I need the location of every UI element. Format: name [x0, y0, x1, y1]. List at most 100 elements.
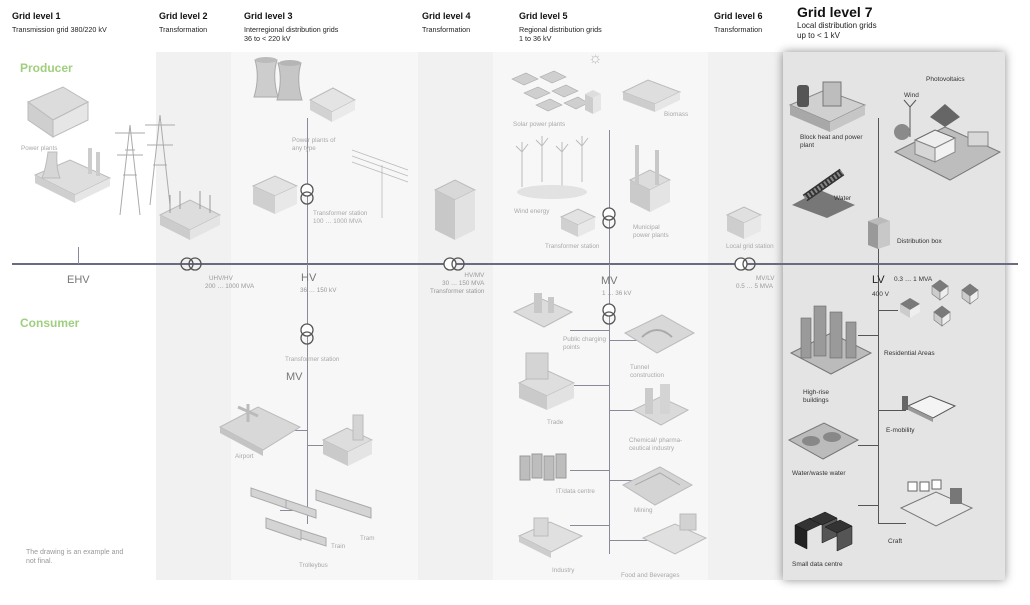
voltage-hv: HV [301, 272, 317, 284]
header-title: Grid level 1 [12, 11, 61, 21]
lv-branch [858, 445, 878, 446]
local-grid-station-icon [725, 206, 763, 239]
solar-panel-icon [511, 70, 589, 112]
spec-line: 30 … 150 MVA [442, 280, 485, 287]
airport-icon [218, 404, 302, 456]
biomass-icon [621, 79, 682, 112]
disclaimer-note: The drawing is an example and not final. [26, 548, 123, 566]
inverter-icon [585, 90, 601, 114]
label-transformer-station-mv: Transformer station [285, 356, 340, 363]
header-subtitle: Regional distribution grids [519, 25, 602, 34]
label-high-rise: High-rise buildings [803, 389, 829, 405]
voltage-lv: LV [872, 274, 885, 286]
header-title: Grid level 6 [714, 11, 763, 21]
label-chemical: Chemical/ pharma- ceutical industry [629, 437, 682, 453]
label-e-mobility: E-mobility [886, 427, 915, 434]
spec-mv-range: 1 … 36 kV [602, 290, 632, 297]
transformer-icon [734, 257, 756, 271]
mining-icon [621, 466, 694, 506]
label-industry: Industry [552, 567, 575, 574]
producer-title: Producer [20, 61, 73, 75]
house-with-pv-icon [893, 99, 1002, 181]
small-data-centre-icon [794, 511, 853, 552]
power-line-icon [351, 149, 409, 218]
header-subtitle: up to < 1 kV [797, 31, 840, 40]
hv-consumer-line [307, 264, 308, 524]
label-municipal: Municipal power plants [633, 224, 669, 240]
transformer-icon [602, 303, 616, 325]
note-line: The drawing is an example and [26, 549, 124, 556]
voltage-ehv: EHV [67, 274, 90, 286]
header-title: Grid level 3 [244, 11, 293, 21]
water-turbine-icon [792, 168, 855, 218]
label-line: Transformer station [313, 210, 368, 217]
label-wind-energy: Wind energy [514, 208, 550, 215]
mv-branch [609, 410, 649, 411]
lv-branch [858, 505, 878, 506]
label-food: Food and Beverages [621, 572, 680, 579]
label-line: plant [800, 142, 815, 149]
spec-line: UHV/HV [209, 275, 233, 282]
label-block-heat: Block heat and power plant [800, 134, 863, 150]
mv-branch [609, 540, 649, 541]
tunnel-icon [623, 314, 696, 354]
label-line: Tunnel [630, 364, 650, 371]
mv-branch [609, 340, 649, 341]
label-distribution-box: Distribution box [897, 238, 942, 245]
label-transformer-station-5: Transformer station [545, 243, 600, 250]
header-grid-level-3: Grid level 3 Interregional distribution … [244, 11, 338, 43]
label-wind: Wind [904, 92, 919, 99]
cooling-tower-icon [253, 57, 303, 101]
header-subtitle: Transformation [714, 25, 763, 34]
label-power-plants-any: Power plants of any type [292, 137, 335, 153]
header-grid-level-2: Grid level 2 Transformation [159, 11, 208, 34]
band-grid-level-4 [418, 52, 493, 580]
label-line: Block heat and power [800, 134, 863, 141]
building-station-icon [321, 414, 374, 466]
header-grid-level-5: Grid level 5 Regional distribution grids… [519, 11, 602, 43]
label-it-data: IT/data centre [556, 488, 595, 495]
label-line: Power plants of [292, 137, 336, 144]
industry-icon [517, 517, 584, 558]
ehv-tick [78, 247, 79, 264]
header-grid-level-6: Grid level 6 Transformation [714, 11, 763, 34]
power-plant-building-icon [308, 87, 357, 122]
header-subtitle: Local distribution grids [797, 21, 877, 30]
mv-branch [570, 330, 610, 331]
label-line: power plants [633, 232, 669, 239]
spec-line: 200 … 1000 MVA [205, 283, 255, 290]
pylon-icon [115, 114, 175, 216]
high-rise-icon [789, 305, 873, 375]
label-water-waste: Water/waste water [792, 470, 846, 477]
spec-line: MV/LV [756, 275, 775, 282]
header-subtitle: Transformation [159, 25, 208, 34]
spec-hv-mv: HV/MV 30 … 150 MVA Transformer station [430, 272, 484, 296]
mv-branch [570, 470, 610, 471]
header-subtitle: Interregional distribution grids [244, 25, 339, 34]
transformer-icon [180, 257, 202, 271]
building-icon [251, 175, 299, 214]
main-grid-line [12, 263, 1018, 265]
mv-producer-line [609, 130, 610, 263]
transformer-station-icon [433, 179, 477, 240]
sun-icon: ☼ [588, 50, 603, 67]
label-train: Train [331, 543, 346, 550]
label-line: High-rise [803, 389, 830, 396]
label-solar: Solar power plants [513, 121, 566, 128]
label-line: Public charging [563, 336, 607, 343]
header-subtitle: 1 to 36 kV [519, 34, 552, 43]
label-trade: Trade [547, 419, 564, 426]
transformer-icon [443, 257, 465, 271]
lv-branch [878, 310, 898, 311]
label-trolleybus: Trolleybus [299, 562, 328, 569]
mv-consumer-line [609, 264, 610, 554]
label-local-grid-station: Local grid station [726, 243, 774, 250]
header-subtitle: Transformation [422, 25, 471, 34]
wind-turbine-icon [515, 136, 589, 199]
label-line: 100 … 1000 MVA [313, 218, 363, 225]
lv-branch [878, 523, 906, 524]
transformer-icon [300, 323, 314, 345]
substation-icon [158, 191, 222, 240]
label-line: Chemical/ pharma- [629, 437, 683, 444]
label-craft: Craft [888, 538, 903, 545]
